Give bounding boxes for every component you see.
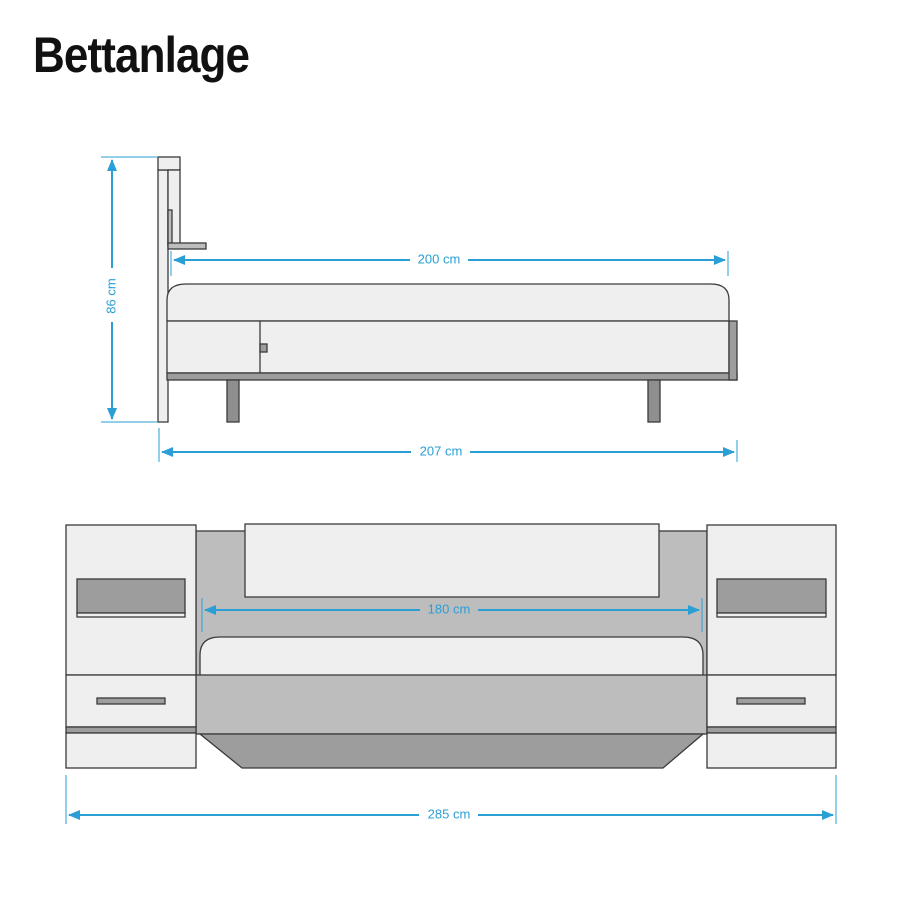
side-view [157,156,738,423]
side-frame-rail [166,372,738,381]
side-mattress [166,283,730,322]
side-frame-handle [259,343,268,353]
nightstand-left-drawer-handle [96,697,166,705]
side-headboard-panel-slot [167,209,173,245]
side-headboard-post [157,169,169,423]
nightstand-left-shelf [76,578,186,614]
side-leg-back [647,379,661,423]
dim-total-length-label: 207 cm [420,443,463,458]
dim-mattress-width-label: 180 cm [428,601,471,616]
nightstand-right-drawer-handle [736,697,806,705]
page-title: Bettanlage [33,27,250,83]
side-footboard [728,320,738,381]
top-headboard-cushion [244,523,660,598]
nightstand-left-drawer [65,674,197,728]
side-bed-frame [166,320,730,374]
dim-mattress-length-label: 200 cm [418,251,461,266]
top-bed-base [195,674,708,735]
nightstand-right-shelf [716,578,827,614]
side-headboard-cap [157,156,181,171]
top-mattress [199,636,704,677]
side-leg-front [226,379,240,423]
nightstand-right [706,524,837,769]
dim-height-label: 86 cm [103,278,118,313]
top-dimensions: 180 cm 285 cm [65,598,837,824]
top-view [65,523,837,769]
dim-total-width-label: 285 cm [428,806,471,821]
top-footboard [198,733,705,769]
side-shelf [167,242,207,250]
side-dimensions: 86 cm 200 cm 207 cm [101,156,738,462]
nightstand-left [65,524,197,769]
